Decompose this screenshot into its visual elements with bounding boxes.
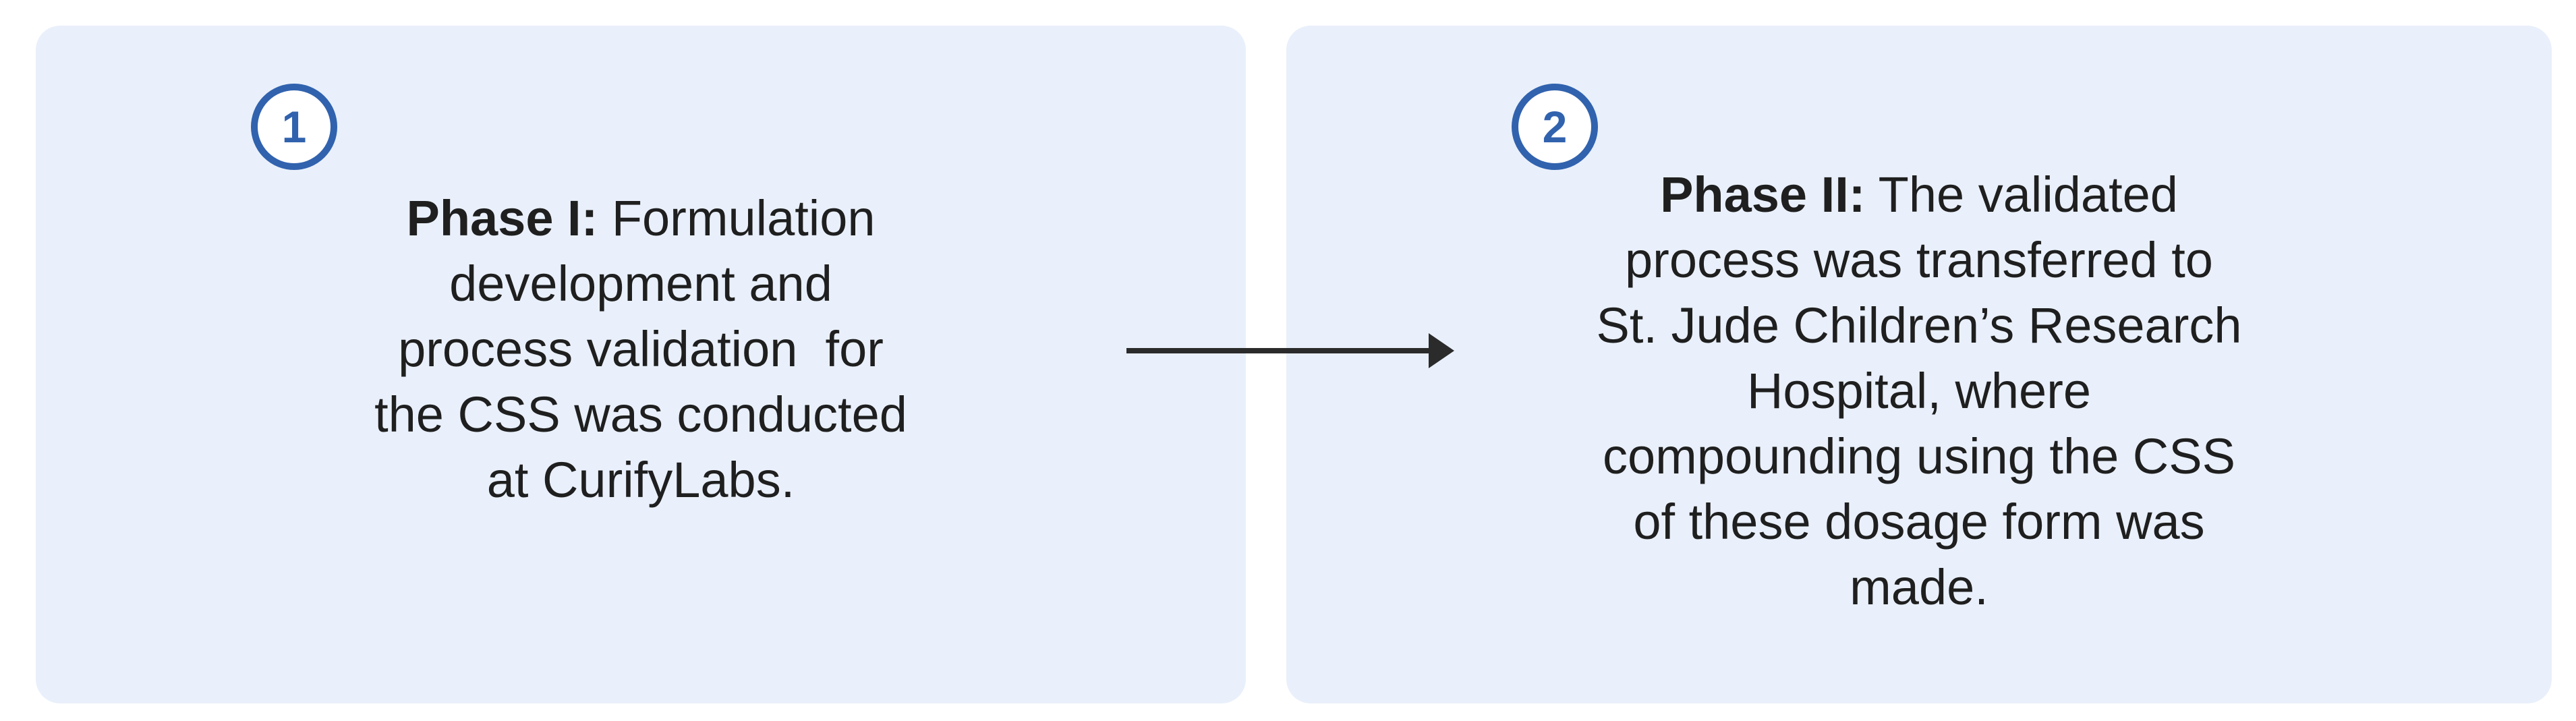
step-1-number: 1 xyxy=(281,102,307,152)
phase-2-body: The validated process was transferred to… xyxy=(1596,167,2242,615)
phase-2-label: Phase II: xyxy=(1660,167,1866,223)
phase-2-text: Phase II: The validated process was tran… xyxy=(1286,162,2552,620)
phase-1-label: Phase I: xyxy=(406,190,598,246)
step-2-number: 2 xyxy=(1542,102,1568,152)
arrow-head xyxy=(1429,333,1454,368)
phase-1-body: Formulation development and process vali… xyxy=(374,190,907,508)
phase-1-card: 1 Phase I: Formulation development and p… xyxy=(36,26,1246,703)
step-2-badge: 2 xyxy=(1512,84,1598,170)
step-1-badge: 1 xyxy=(251,84,337,170)
arrow-right-icon xyxy=(1126,333,1454,368)
phase-1-text: Phase I: Formulation development and pro… xyxy=(36,185,1246,513)
phase-2-card: 2 Phase II: The validated process was tr… xyxy=(1286,26,2552,703)
